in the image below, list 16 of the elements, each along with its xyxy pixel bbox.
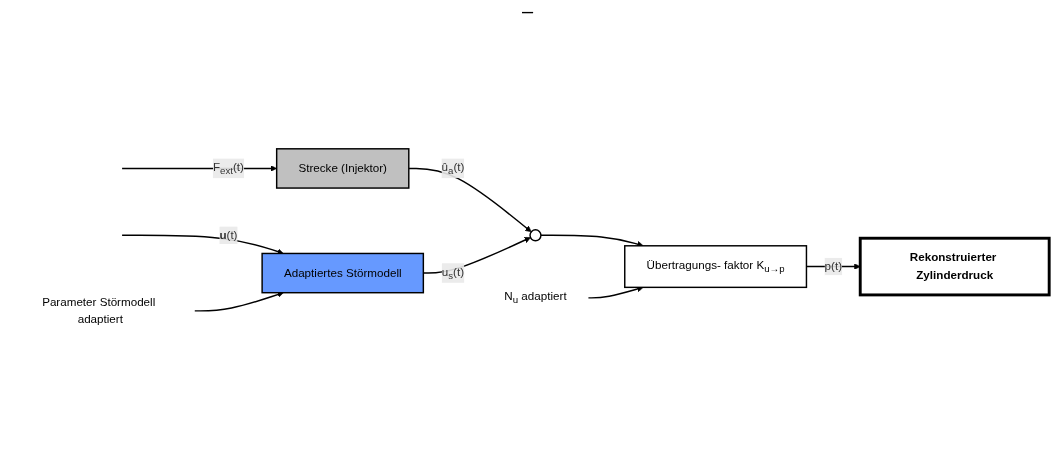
node-box: Strecke (Injektor) xyxy=(275,148,410,190)
edge-label: u(t) xyxy=(219,229,238,242)
arrow xyxy=(587,286,644,300)
node-box: Rekonstruierter Zylinderdruck xyxy=(858,237,1051,297)
arrow xyxy=(540,235,644,248)
node-text: N$_{u}$ adaptiert xyxy=(504,290,567,307)
node-circle xyxy=(529,229,542,242)
edge-label: û$_{a}$(t) xyxy=(441,161,465,177)
arrow xyxy=(408,168,532,233)
node-box: Übertragungs- faktor K$_{u→p}$ xyxy=(624,245,808,289)
edge-label: p(t) xyxy=(824,260,843,273)
minus-sign: – xyxy=(521,0,534,22)
node-box: Adaptiertes Störmodell xyxy=(261,253,425,294)
edge-label: F$_{ext}$(t) xyxy=(212,161,244,177)
edge-label: u$_{s}$(t) xyxy=(441,265,465,282)
node-text: Parameter Störmodell adaptiert xyxy=(42,296,156,326)
